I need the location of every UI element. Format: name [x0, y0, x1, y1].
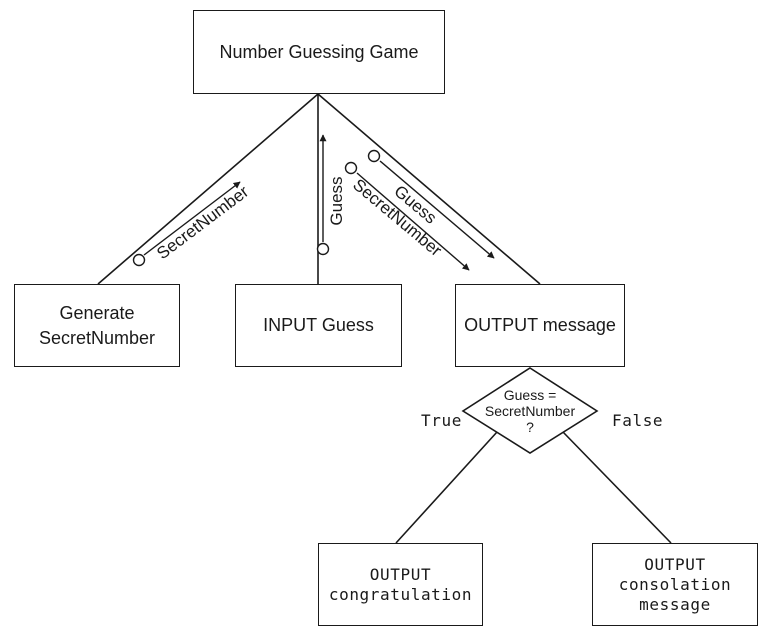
- flow-origin-circle: [367, 149, 381, 163]
- root-module-label: Number Guessing Game: [219, 41, 419, 62]
- flow-label-guess-up: Guess: [327, 176, 346, 226]
- output-consolation-box: OUTPUT consolation message: [592, 543, 758, 626]
- root-module-box: Number Guessing Game: [193, 10, 445, 94]
- true-branch-label: True: [421, 411, 462, 430]
- output-message-label: OUTPUT message: [464, 315, 616, 335]
- flow-origin-circle: [132, 253, 146, 267]
- output-congratulation-label: OUTPUT congratulation: [328, 564, 473, 604]
- output-consolation-label: OUTPUT consolation message: [618, 554, 732, 614]
- flow-origin-circle: [344, 161, 358, 175]
- generate-secretnumber-box: Generate SecretNumber: [14, 284, 180, 367]
- output-congratulation-box: OUTPUT congratulation: [318, 543, 483, 626]
- flow-arrow-guess-down: [379, 160, 495, 259]
- flow-arrow-secretnumber-up: [143, 181, 241, 256]
- connector-root-generate: [97, 93, 319, 285]
- input-guess-box: INPUT Guess: [235, 284, 402, 367]
- flow-arrow-secretnumber-down: [356, 172, 470, 271]
- connector-decision-false: [562, 431, 672, 544]
- input-guess-label: INPUT Guess: [263, 315, 374, 335]
- decision-condition-label: Guess = SecretNumber ?: [484, 387, 576, 435]
- output-message-box: OUTPUT message: [455, 284, 625, 367]
- false-branch-label: False: [612, 411, 664, 430]
- flow-origin-circle: [316, 242, 330, 256]
- connector-root-output: [317, 93, 541, 285]
- generate-secretnumber-label: Generate SecretNumber: [38, 302, 156, 348]
- connector-decision-true: [395, 431, 498, 544]
